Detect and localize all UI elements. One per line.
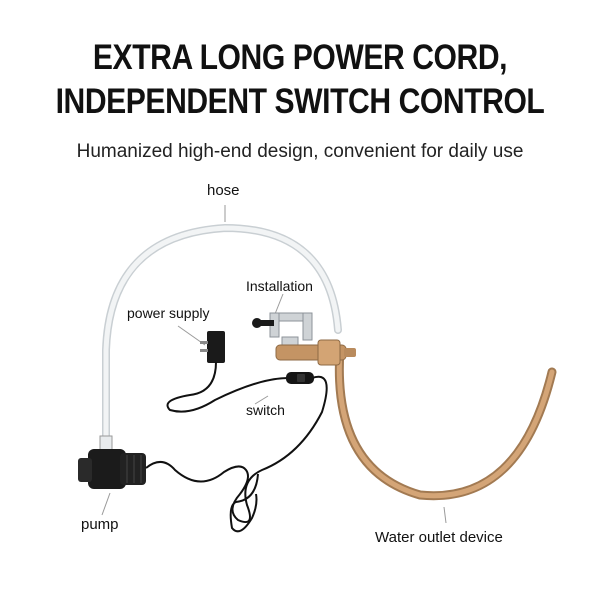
switch-device [286,372,314,384]
hose-label: hose [207,182,240,199]
leader-lines [101,205,447,524]
headline-line-1: EXTRA LONG POWER CORD, [92,38,508,77]
installation-leader-line [274,293,284,315]
pump-label: pump [81,516,119,533]
switch-leader-line [254,395,269,405]
power-supply-label: power supply [127,305,210,321]
switch-label: switch [246,402,285,418]
installation-clamp [252,312,313,348]
power-cables [145,361,328,533]
pump [78,435,146,489]
water-outlet-label: Water outlet device [375,529,503,546]
subtitle: Humanized high-end design, convenient fo… [76,141,524,162]
copper-connector [275,339,356,366]
water-outlet-tube [334,345,557,501]
installation-label: Installation [246,278,313,294]
pump-leader-line [101,492,111,516]
headline-line-2: INDEPENDENT SWITCH CONTROL [55,82,545,121]
power-adapter [200,331,225,363]
water-outlet-leader-line [443,506,447,524]
hose [102,223,342,444]
